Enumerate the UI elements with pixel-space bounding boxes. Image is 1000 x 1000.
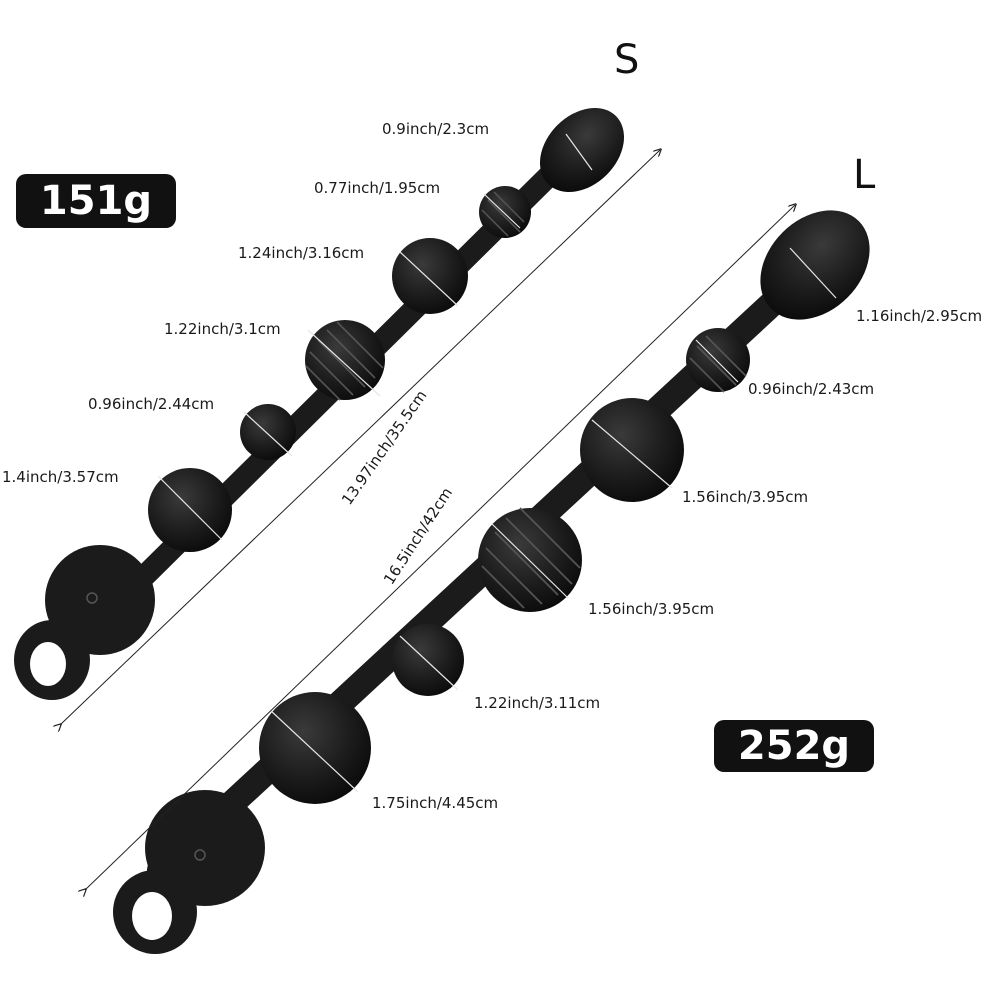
large-weight-badge: 252g bbox=[714, 720, 874, 772]
large-dim-bead-2: 1.56inch/3.95cm bbox=[682, 488, 809, 506]
large-bead-round-2 bbox=[259, 692, 371, 804]
small-dim-bead-4: 0.96inch/2.44cm bbox=[88, 395, 215, 413]
large-ring-hole bbox=[132, 892, 172, 940]
small-size-label: S bbox=[614, 37, 640, 83]
large-size-label: L bbox=[853, 152, 876, 198]
small-ring-hole bbox=[30, 642, 66, 686]
large-dim-bead-3: 1.56inch/3.95cm bbox=[588, 600, 715, 618]
small-weight-badge: 151g bbox=[16, 174, 176, 228]
large-length-arrow bbox=[85, 205, 795, 890]
small-dim-tip: 0.9inch/2.3cm bbox=[382, 120, 490, 138]
small-length-arrow bbox=[60, 150, 660, 725]
large-dim-bead-1: 0.96inch/2.43cm bbox=[748, 380, 875, 398]
large-bead-round-1 bbox=[580, 398, 684, 502]
small-dim-bead-1: 0.77inch/1.95cm bbox=[314, 179, 441, 197]
small-bead-round-2 bbox=[148, 468, 232, 552]
large-product bbox=[113, 210, 870, 954]
large-dim-bead-4: 1.22inch/3.11cm bbox=[474, 694, 601, 712]
small-dim-bead-5: 1.4inch/3.57cm bbox=[2, 468, 119, 486]
large-dim-tip: 1.16inch/2.95cm bbox=[856, 307, 983, 325]
large-bead-ribbed-1 bbox=[686, 328, 750, 392]
large-dim-bead-5: 1.75inch/4.45cm bbox=[372, 794, 499, 812]
small-dim-bead-2: 1.24inch/3.16cm bbox=[238, 244, 365, 262]
small-bead-ribbed-1 bbox=[479, 186, 531, 238]
small-bead-round-1 bbox=[392, 238, 468, 314]
small-dim-bead-3: 1.22inch/3.1cm bbox=[164, 320, 281, 338]
